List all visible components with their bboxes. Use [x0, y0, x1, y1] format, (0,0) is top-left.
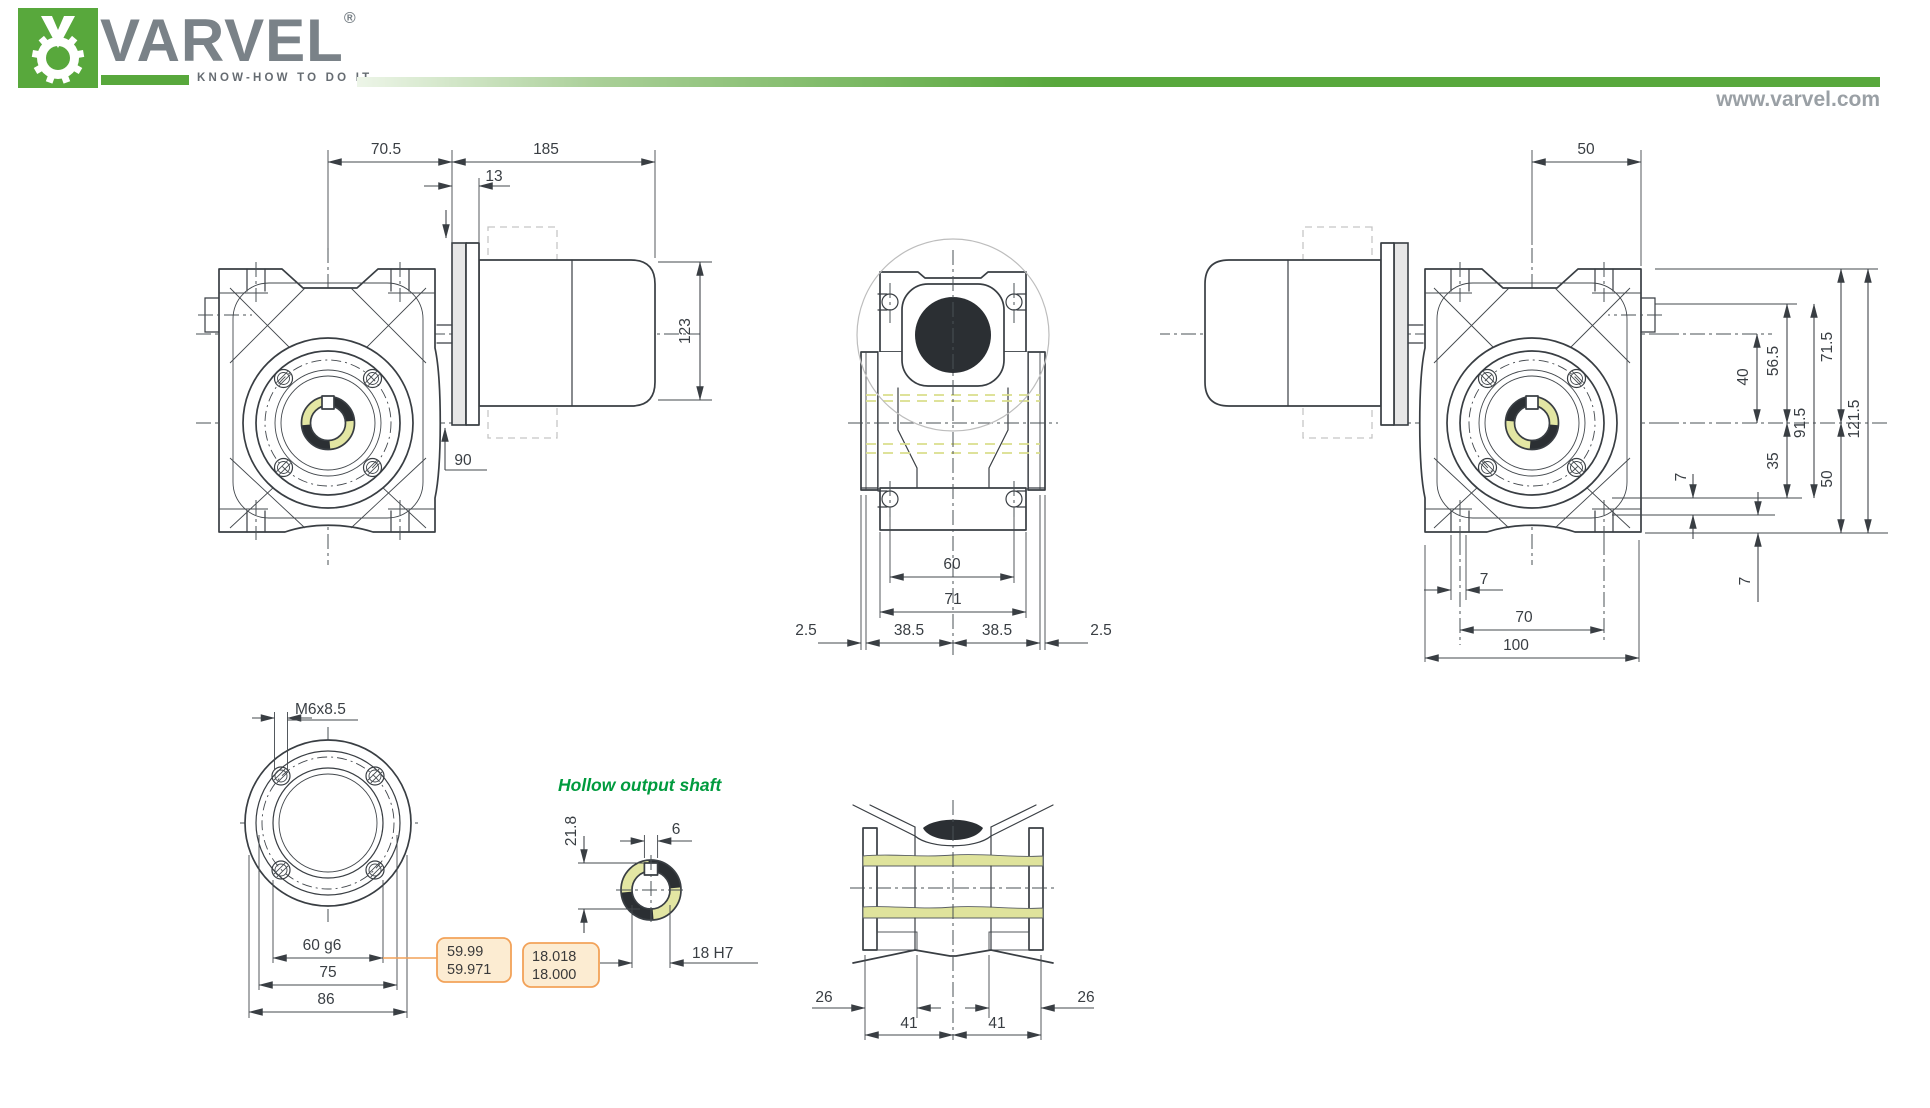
dim-foot-ledge: 7 — [1673, 473, 1690, 482]
dim-flange-diameter: 90 — [454, 452, 472, 469]
dim-housing-width: 71 — [944, 591, 961, 608]
dim-half-right: 38.5 — [982, 622, 1012, 639]
flange-screw — [365, 766, 385, 786]
flange-screw — [273, 457, 294, 478]
dims-side-left: 70.5 185 13 123 90 — [327, 141, 712, 471]
dim-base-pad: 7 — [1737, 577, 1754, 586]
dim-half-left: 38.5 — [894, 622, 924, 639]
tolerance-callout-bore — [522, 942, 600, 988]
tolerance-bore-min: 18.000 — [532, 967, 576, 983]
dim-shoulder-to-center: 56.5 — [1765, 346, 1782, 376]
dim-center-to-edge: 50 — [1577, 141, 1595, 158]
flange-screw — [271, 766, 291, 786]
dim-flange-thickness: 13 — [485, 168, 502, 185]
view-output-flange: M6x8.5 60 g6 75 86 59.99 59.971 — [240, 701, 512, 1018]
dim-overall-height: 121.5 — [1846, 400, 1863, 439]
view-side-motor-left — [1160, 227, 1664, 565]
brand-tagline: KNOW-HOW TO DO IT — [197, 72, 373, 84]
flange-screw — [273, 368, 294, 389]
dim-keyway-depth: 21.8 — [563, 816, 580, 846]
brand-name: VARVEL — [100, 7, 344, 74]
view-bottom-section: 26 41 41 26 — [812, 800, 1095, 1040]
dim-motor-height: 123 — [677, 318, 694, 344]
dim-bolt-circle: 75 — [319, 964, 336, 981]
motor-flange-phantom — [856, 238, 1050, 432]
dim-center-to-base: 50 — [1819, 470, 1836, 488]
dim-pad-left: 26 — [815, 989, 832, 1006]
view-hollow-shaft-detail: Hollow output shaft 21.8 6 18 H7 18.018 … — [522, 775, 758, 988]
gearmotor-side-geometry — [196, 226, 700, 565]
dim-worm-to-center: 40 — [1735, 368, 1752, 386]
dim-spigot: 60 g6 — [303, 937, 342, 954]
tolerance-spigot-min: 59.971 — [447, 962, 491, 978]
view-front — [848, 238, 1058, 655]
flange-screw — [362, 368, 383, 389]
varvel-logo-icon — [18, 8, 98, 88]
dim-offset-left: 2.5 — [795, 622, 817, 639]
tolerance-bore-max: 18.018 — [532, 949, 576, 965]
dim-center-to-flange: 70.5 — [371, 141, 401, 158]
dim-flange-od: 86 — [317, 991, 334, 1008]
tolerance-spigot-max: 59.99 — [447, 944, 483, 960]
dim-shoulder-to-foot: 91.5 — [1792, 408, 1809, 438]
dim-top-to-center: 71.5 — [1819, 332, 1836, 362]
dim-bore: 18 H7 — [692, 945, 733, 962]
dim-offset-right: 2.5 — [1090, 622, 1112, 639]
hollow-shaft-title: Hollow output shaft — [558, 775, 722, 795]
logo-underline-bar — [101, 75, 189, 85]
dims-side-right: 50 40 56.5 35 91.5 71.5 50 121.5 7 7 — [1424, 141, 1888, 662]
dim-half-left: 41 — [900, 1015, 917, 1032]
flange-screw — [362, 457, 383, 478]
flange-screw — [271, 860, 291, 880]
dim-foot-slot: 7 — [1480, 571, 1489, 588]
tolerance-callout-spigot — [436, 937, 512, 983]
registered-mark: ® — [343, 10, 357, 27]
dims-front: 60 71 2.5 38.5 38.5 2.5 — [795, 495, 1112, 650]
dim-keyway-width: 6 — [672, 821, 681, 838]
dim-tapped-holes: M6x8.5 — [295, 701, 346, 718]
dim-half-right: 41 — [988, 1015, 1005, 1032]
dim-hub-width: 60 — [943, 556, 961, 573]
website-link[interactable]: www.varvel.com — [1716, 88, 1880, 111]
brand-wordmark: VARVEL® — [100, 6, 357, 75]
dim-pad-right: 26 — [1077, 989, 1094, 1006]
header-green-band — [357, 77, 1880, 87]
dim-motor-length: 185 — [533, 141, 559, 158]
flange-screw — [365, 860, 385, 880]
dim-foot-holes-span: 70 — [1515, 609, 1533, 626]
dim-center-to-foot: 35 — [1765, 452, 1782, 469]
dim-base-width: 100 — [1503, 637, 1529, 654]
